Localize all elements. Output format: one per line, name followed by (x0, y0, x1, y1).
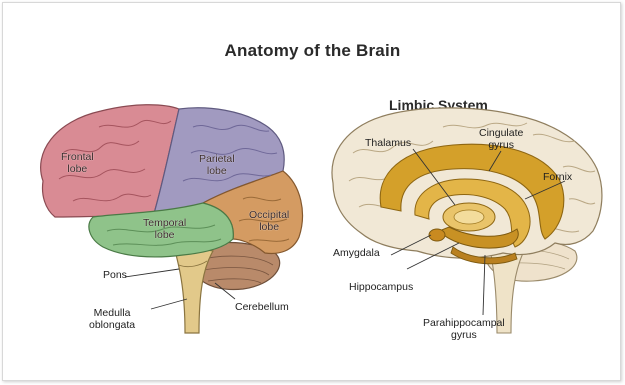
fornix-label: Fornix (543, 171, 572, 183)
hippocampus-label: Hippocampus (349, 281, 413, 293)
amygdala-region (429, 229, 445, 241)
amygdala-label: Amygdala (333, 247, 380, 259)
thalamus-label: Thalamus (365, 137, 411, 149)
pons-label: Pons (103, 269, 127, 281)
diagram-frame: Anatomy of the Brain Limbic System (2, 2, 621, 381)
cerebellum-label: Cerebellum (235, 301, 289, 313)
brainstem-region (173, 243, 213, 333)
